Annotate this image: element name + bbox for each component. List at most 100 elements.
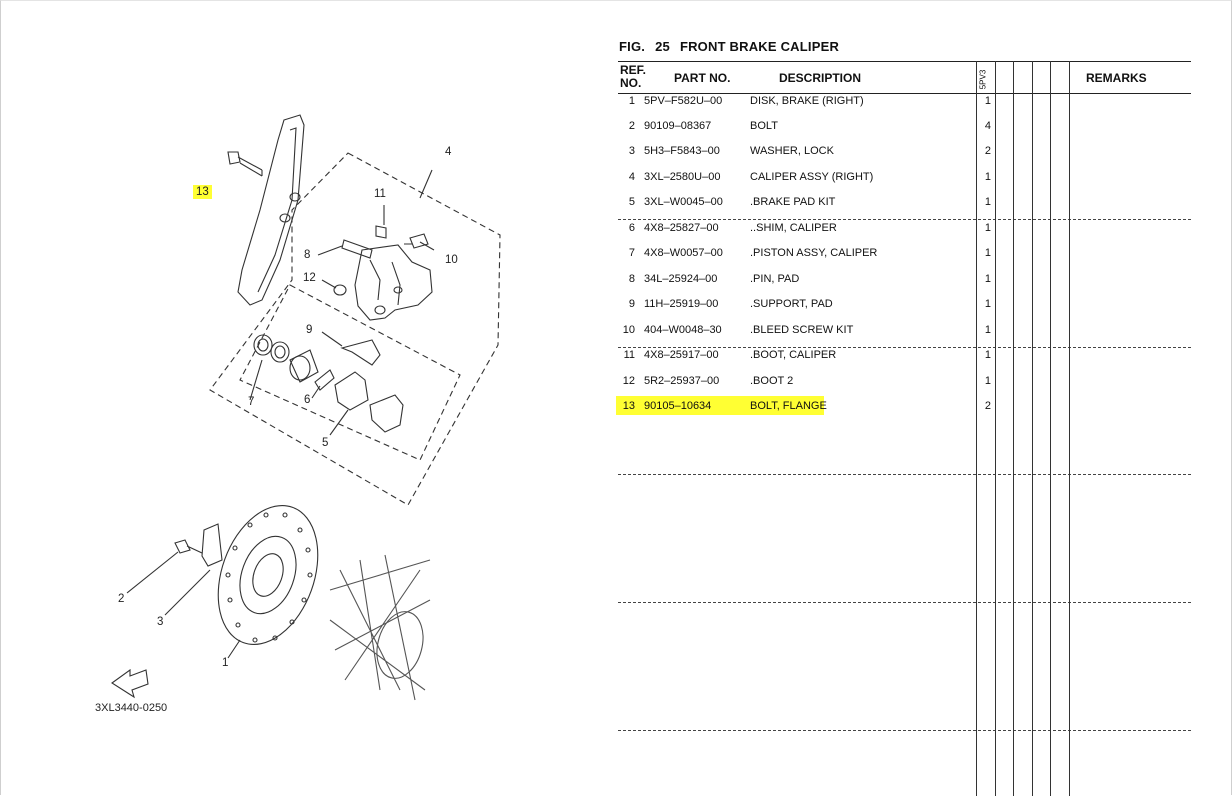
callout-4: 4: [445, 146, 452, 158]
quantity: 1: [984, 298, 991, 310]
ref-no: 9: [628, 298, 635, 310]
ref-no: 10: [622, 324, 635, 336]
ref-no: 2: [628, 120, 635, 132]
part-no: 4X8–25827–00: [644, 222, 719, 234]
row-divider: [618, 219, 1191, 220]
header-remarks: REMARKS: [1086, 71, 1147, 85]
parts-table: REF. NO. PART NO. DESCRIPTION 5PV3 REMAR…: [616, 61, 1191, 796]
ref-no: 13: [622, 400, 635, 412]
row-divider: [618, 347, 1191, 348]
part-no: 5R2–25937–00: [644, 375, 720, 387]
table-header-border: [618, 93, 1191, 94]
quantity: 1: [984, 375, 991, 387]
caliper-body: [354, 244, 433, 321]
caliper-assy-outline: [209, 152, 501, 506]
ref-no: 11: [623, 349, 635, 361]
quantity: 1: [984, 324, 991, 336]
part-no: 11H–25919–00: [644, 298, 719, 310]
part-no: 3XL–2580U–00: [644, 171, 721, 183]
ref-no: 7: [628, 247, 635, 259]
callout-13-highlighted[interactable]: 13: [193, 185, 212, 199]
description: ..SHIM, CALIPER: [750, 222, 837, 234]
description: .PIN, PAD: [750, 273, 800, 285]
description: .BRAKE PAD KIT: [750, 196, 836, 208]
header-ref-no: REF. NO.: [620, 63, 647, 90]
table-top-border: [618, 61, 1191, 62]
table-row[interactable]: 1 5PV–F582U–00 DISK, BRAKE (RIGHT) 1: [618, 95, 1191, 120]
pad-support: [340, 339, 381, 366]
table-row[interactable]: 3 5H3–F5843–00 WASHER, LOCK 2: [618, 145, 1191, 170]
quantity: 1: [984, 196, 991, 208]
table-row[interactable]: 6 4X8–25827–00 ..SHIM, CALIPER 1: [618, 222, 1191, 247]
table-row-highlighted[interactable]: 13 90105–10634 BOLT, FLANGE 2: [616, 396, 1191, 425]
col-divider: [995, 61, 996, 796]
brake-pads: [334, 371, 369, 411]
description: BOLT, FLANGE: [750, 400, 827, 412]
description: BOLT: [750, 120, 778, 132]
table-row[interactable]: 11 4X8–25917–00 .BOOT, CALIPER 1: [618, 349, 1191, 374]
callout-8: 8: [304, 249, 311, 261]
callout-12: 12: [303, 272, 316, 284]
description: .BLEED SCREW KIT: [750, 324, 854, 336]
description: WASHER, LOCK: [750, 145, 834, 157]
description: DISK, BRAKE (RIGHT): [750, 95, 864, 107]
callout-9: 9: [306, 324, 313, 336]
part-no: 404–W0048–30: [644, 324, 722, 336]
table-row[interactable]: 7 4X8–W0057–00 .PISTON ASSY, CALIPER 1: [618, 247, 1191, 272]
callout-10: 10: [445, 254, 458, 266]
ref-no: 5: [628, 196, 635, 208]
row-divider: [618, 602, 1191, 603]
table-row[interactable]: 4 3XL–2580U–00 CALIPER ASSY (RIGHT) 1: [618, 171, 1191, 196]
callout-1: 1: [222, 657, 229, 669]
description: CALIPER ASSY (RIGHT): [750, 171, 874, 183]
table-row[interactable]: 9 11H–25919–00 .SUPPORT, PAD 1: [618, 298, 1191, 323]
ref-no: 1: [628, 95, 635, 107]
diagram-drawing: [111, 114, 501, 701]
quantity: 1: [984, 222, 991, 234]
quantity: 1: [984, 171, 991, 183]
wheel-hub: [329, 554, 431, 701]
callout-3: 3: [157, 616, 164, 628]
callout-5: 5: [322, 437, 329, 449]
table-row[interactable]: 12 5R2–25937–00 .BOOT 2 1: [618, 375, 1191, 400]
drawing-code: 3XL3440-0250: [95, 702, 168, 714]
header-model: 5PV3: [978, 69, 988, 90]
description: .BOOT 2: [750, 375, 794, 387]
part-no: 90109–08367: [644, 120, 712, 132]
header-description: DESCRIPTION: [779, 71, 862, 85]
callout-6: 6: [304, 394, 311, 406]
fwd-arrow-icon: [111, 668, 149, 699]
figure-label: FIG.: [619, 39, 646, 54]
col-divider: [1013, 61, 1014, 796]
callout-7: 7: [248, 396, 255, 408]
brake-pad-kit-outline: [239, 284, 461, 461]
part-no: 5PV–F582U–00: [644, 95, 723, 107]
description: .BOOT, CALIPER: [750, 349, 837, 361]
col-divider: [976, 61, 977, 796]
quantity: 1: [984, 95, 991, 107]
ref-no: 3: [628, 145, 635, 157]
quantity: 2: [984, 400, 991, 412]
table-row[interactable]: 2 90109–08367 BOLT 4: [618, 120, 1191, 145]
table-row[interactable]: 8 34L–25924–00 .PIN, PAD 1: [618, 273, 1191, 298]
quantity: 1: [984, 349, 991, 361]
row-highlight: [616, 396, 824, 415]
header-part-no: PART NO.: [674, 71, 731, 85]
col-divider: [1032, 61, 1033, 796]
part-no: 90105–10634: [644, 400, 712, 412]
part-no: 5H3–F5843–00: [644, 145, 720, 157]
ref-no: 12: [622, 375, 635, 387]
table-row[interactable]: 5 3XL–W0045–00 .BRAKE PAD KIT 1: [618, 196, 1191, 221]
ref-no: 8: [628, 273, 635, 285]
quantity: 2: [984, 145, 991, 157]
figure-name: FRONT BRAKE CALIPER: [679, 39, 840, 54]
quantity: 1: [984, 247, 991, 259]
col-divider: [1069, 61, 1070, 796]
ref-no: 6: [628, 222, 635, 234]
table-row[interactable]: 10 404–W0048–30 .BLEED SCREW KIT 1: [618, 324, 1191, 349]
row-divider: [618, 474, 1191, 475]
part-no: 3XL–W0045–00: [644, 196, 723, 208]
part-no: 34L–25924–00: [644, 273, 718, 285]
exploded-diagram: 4 11 8 10 12 9 7 6 5 2 3 1 13 3XL3440-02…: [0, 0, 600, 796]
